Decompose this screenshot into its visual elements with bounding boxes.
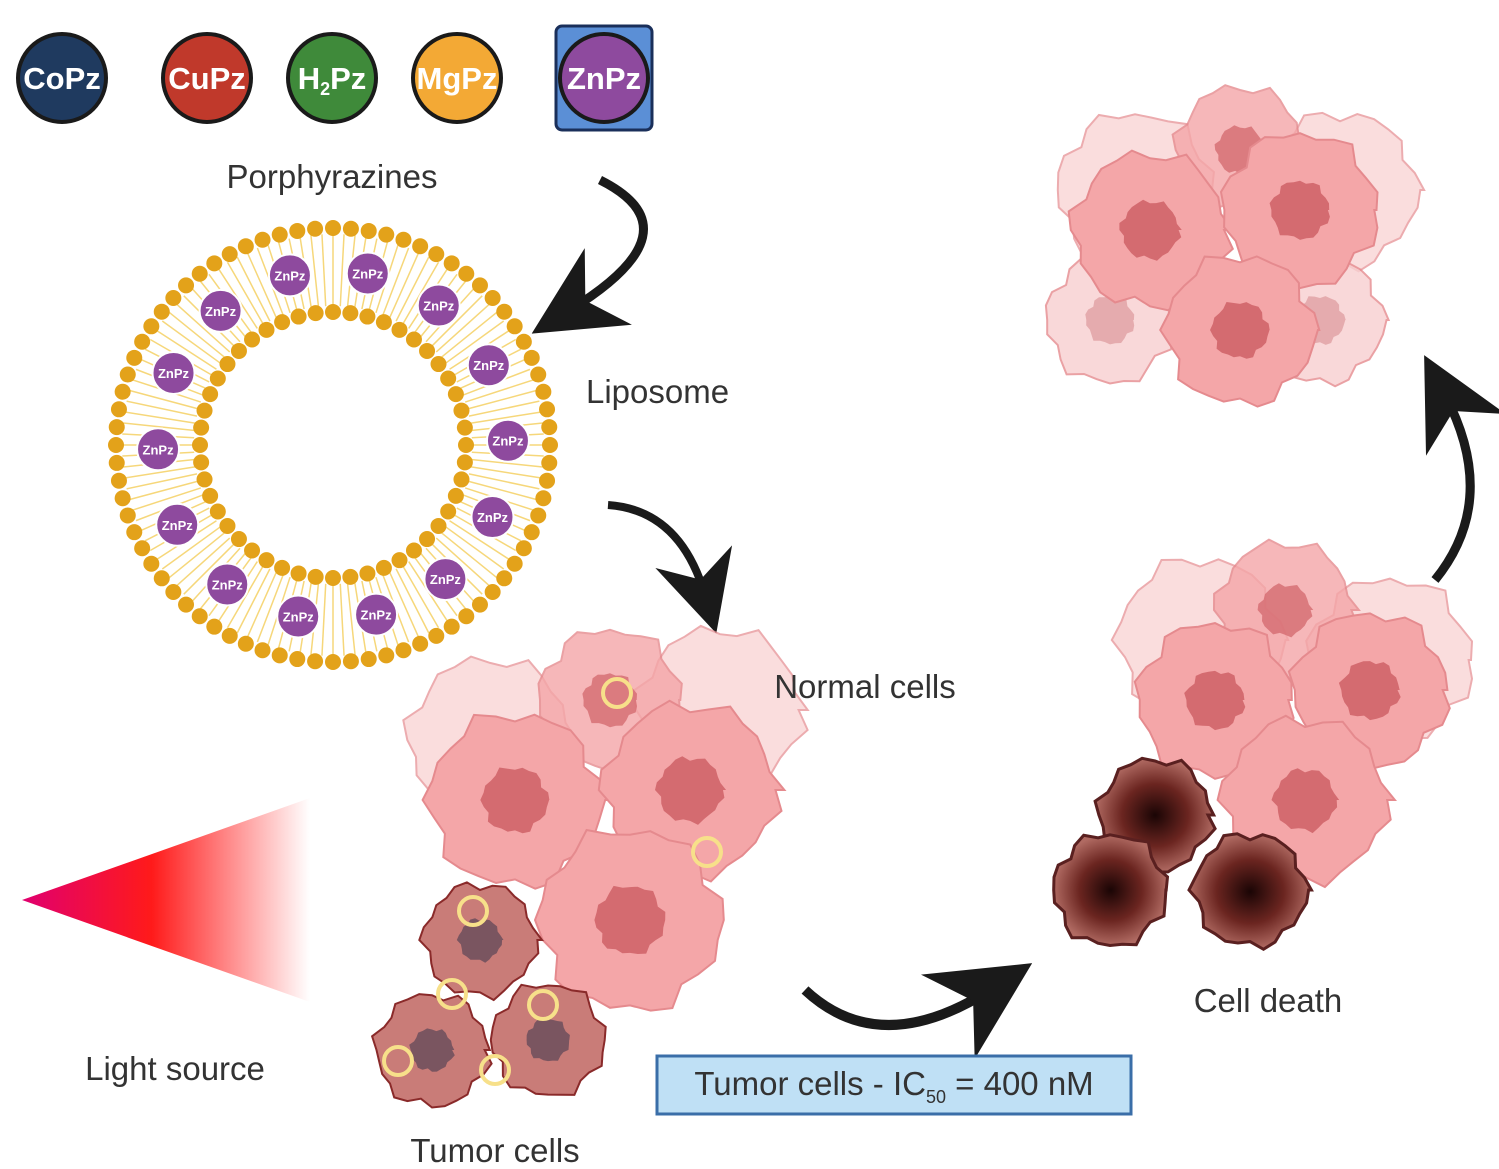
cell-death-caption: Cell death [1194, 982, 1343, 1019]
znpz-molecule: ZnPz [485, 418, 530, 463]
svg-text:ZnPz: ZnPz [430, 572, 462, 587]
svg-text:ZnPz: ZnPz [361, 608, 393, 623]
svg-text:ZnPz: ZnPz [205, 304, 237, 319]
znpz-molecule: ZnPz [155, 502, 200, 547]
svg-text:ZnPz: ZnPz [158, 366, 190, 381]
tumor-cells-cluster [370, 881, 607, 1109]
tumor-cell [418, 881, 545, 1002]
znpz-molecule: ZnPz [354, 592, 399, 637]
normal-cell [533, 828, 725, 1012]
porphyrazine-mgpz: MgPz [411, 32, 503, 124]
svg-text:ZnPz: ZnPz [473, 358, 505, 373]
porphyrazines-caption: Porphyrazines [227, 158, 438, 195]
normal-cell [421, 713, 609, 890]
normal-cells-caption: Normal cells [774, 668, 956, 705]
svg-text:ZnPz: ZnPz [492, 434, 524, 449]
porphyrazine-label: CoPz [23, 61, 101, 96]
porphyrazine-h2pz: H2Pz [286, 32, 378, 124]
svg-text:ZnPz: ZnPz [283, 610, 315, 625]
znpz-molecule: ZnPz [136, 427, 181, 472]
light-source-beam [22, 798, 310, 1002]
znpz-molecule: ZnPz [276, 594, 321, 639]
ic50-box [655, 1054, 1133, 1116]
znpz-molecule: ZnPz [423, 557, 468, 602]
svg-text:ZnPz: ZnPz [212, 577, 244, 592]
porphyrazine-znpz: ZnPz [554, 24, 654, 132]
svg-text:ZnPz: ZnPz [352, 266, 384, 281]
znpz-uptake-marker [527, 989, 559, 1021]
tumor-cells-caption: Tumor cells [410, 1132, 579, 1169]
porphyrazine-disc [16, 32, 108, 124]
znpz-molecule: ZnPz [466, 343, 511, 388]
porphyrazine-disc [558, 32, 650, 124]
porphyrazine-disc [161, 32, 253, 124]
svg-text:ZnPz: ZnPz [274, 268, 306, 283]
normal-cell [1067, 149, 1235, 312]
dead-tumor-cell [1187, 832, 1314, 952]
svg-text:ZnPz: ZnPz [143, 442, 175, 457]
znpz-molecule: ZnPz [267, 253, 312, 298]
znpz-uptake-marker [601, 677, 633, 709]
znpz-uptake-marker [436, 978, 468, 1010]
tumor-cell [489, 983, 607, 1096]
porphyrazine-label: ZnPz [567, 61, 641, 96]
arrow-to-liposome [531, 175, 648, 334]
normal-cells-cluster [402, 624, 810, 1012]
tumor-cell [370, 993, 493, 1109]
lipid-heads [108, 220, 558, 670]
porphyrazine-copz: CoPz [16, 32, 108, 124]
znpz-molecule: ZnPz [198, 288, 243, 333]
arrow-to-cells [607, 501, 733, 634]
liposome-caption: Liposome [586, 373, 729, 410]
znpz-molecule: ZnPz [416, 283, 461, 328]
porphyrazine-disc [286, 32, 378, 124]
znpz-uptake-marker [691, 836, 723, 868]
svg-text:ZnPz: ZnPz [477, 510, 509, 525]
porphyrazine-disc [411, 32, 503, 124]
porphyrazine-label: CuPz [168, 61, 246, 96]
svg-text:ZnPz: ZnPz [162, 518, 194, 533]
znpz-molecule: ZnPz [151, 350, 196, 395]
arrow-to-cell-death [801, 963, 1033, 1060]
ic50-text: Tumor cells - IC50 = 400 nM [694, 1065, 1093, 1107]
dead-tumor-cell [1052, 833, 1170, 948]
znpz-uptake-marker [479, 1054, 511, 1086]
znpz-molecule: ZnPz [345, 251, 390, 296]
liposome-core [209, 321, 457, 569]
porphyrazine-cupz: CuPz [161, 32, 253, 124]
znpz-uptake-marker [457, 895, 489, 927]
porphyrazine-label: MgPz [417, 61, 498, 96]
porphyrazine-label: H2Pz [298, 61, 367, 99]
cell-death-cluster [1052, 538, 1474, 952]
normal-cell [1159, 255, 1321, 408]
znpz-uptake-marker [382, 1045, 414, 1077]
liposome: ZnPzZnPzZnPzZnPzZnPzZnPzZnPzZnPzZnPzZnPz… [108, 220, 558, 670]
normal-cell [1219, 132, 1379, 290]
light-source-caption: Light source [85, 1050, 265, 1087]
arrow-up-to-result [1424, 355, 1499, 583]
svg-text:ZnPz: ZnPz [423, 299, 455, 314]
znpz-molecule: ZnPz [205, 562, 250, 607]
surviving-cells-cluster [1044, 84, 1426, 408]
znpz-molecule: ZnPz [470, 495, 515, 540]
porphyrazine-row: CoPz CuPz H2Pz MgPz ZnPz [16, 24, 654, 132]
